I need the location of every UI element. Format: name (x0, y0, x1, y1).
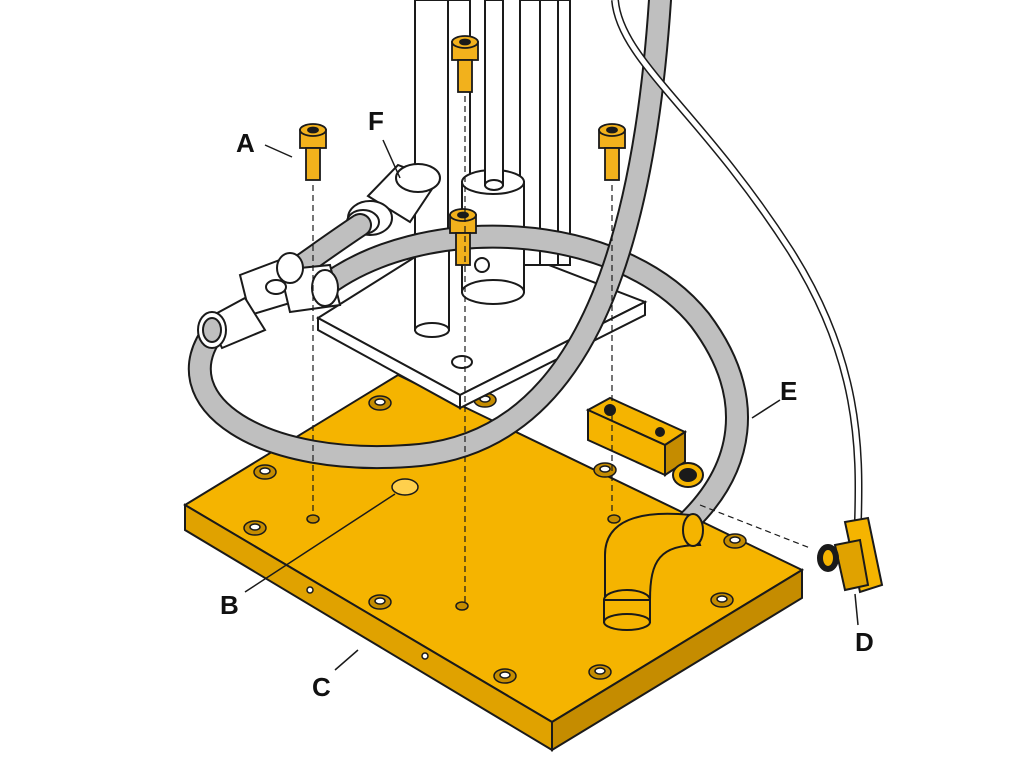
alignment-lines (312, 96, 811, 602)
plate-elbow-fitting (603, 512, 704, 631)
callout-c: C (312, 672, 331, 702)
t-connector (197, 252, 342, 350)
screw-icon (449, 208, 477, 266)
pneumatic-hoses (187, 0, 749, 532)
connector-d (817, 516, 884, 594)
leader-lines (244, 139, 859, 671)
screw-icon (451, 35, 479, 93)
upper-assembly (316, 0, 648, 410)
plate-right-side (551, 568, 803, 752)
callout-e: E (780, 376, 797, 406)
callout-a: A (236, 128, 255, 158)
cable-d (611, 0, 863, 521)
callout-b: B (220, 590, 239, 620)
screw-icon (598, 123, 626, 181)
callout-d: D (855, 627, 874, 657)
plate-hole-b (391, 478, 419, 496)
screws-a (299, 35, 626, 266)
callout-f: F (368, 106, 384, 136)
screw-icon (299, 123, 327, 181)
sensor-module (585, 396, 704, 488)
